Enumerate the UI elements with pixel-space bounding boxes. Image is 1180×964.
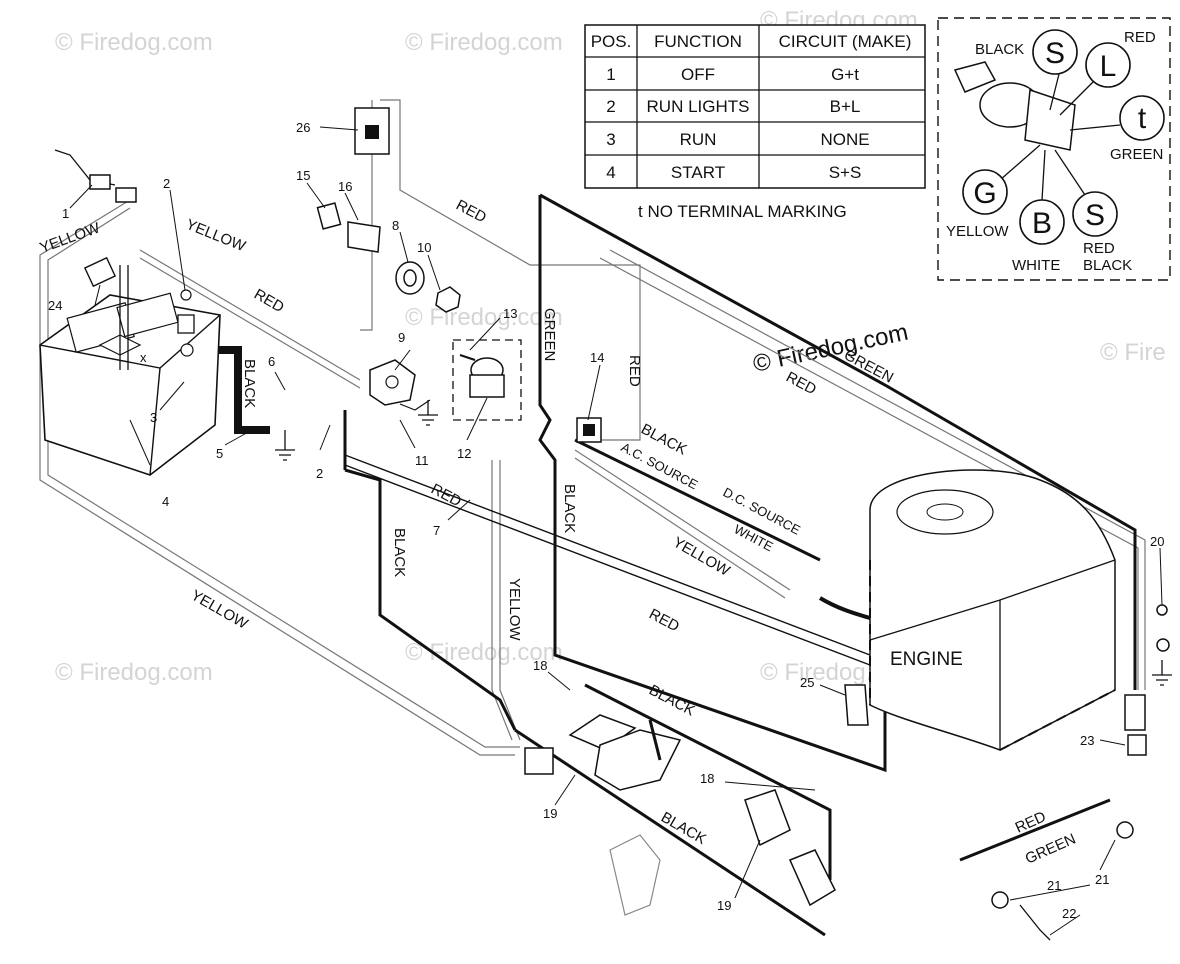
switch-label-white: WHITE bbox=[1012, 257, 1060, 274]
switch-label-yellow: YELLOW bbox=[946, 223, 1009, 240]
part-number: 19 bbox=[543, 806, 557, 821]
part-number: 21 bbox=[1047, 878, 1061, 893]
wire-label-yellow: YELLOW bbox=[184, 216, 249, 255]
terminal-label: S bbox=[1085, 199, 1105, 232]
switch-label-black: BLACK bbox=[975, 41, 1024, 58]
table-header-circuit: CIRCUIT (MAKE) bbox=[779, 32, 912, 51]
wire-label-dc-source: D.C. SOURCE bbox=[721, 484, 804, 537]
part-number: 19 bbox=[717, 898, 731, 913]
part-number: 26 bbox=[296, 120, 310, 135]
terminal-label: L bbox=[1100, 50, 1117, 83]
part-number: 20 bbox=[1150, 534, 1164, 549]
engine-label: ENGINE bbox=[890, 649, 963, 670]
table-cell: RUN LIGHTS bbox=[647, 97, 750, 116]
table-cell: S+S bbox=[829, 163, 862, 182]
table-cell: 1 bbox=[606, 65, 615, 84]
part-number: 22 bbox=[1062, 906, 1076, 921]
table-cell: RUN bbox=[680, 130, 717, 149]
switch-label-red: RED bbox=[1124, 29, 1156, 46]
part-number: 23 bbox=[1080, 733, 1094, 748]
terminal-label: B bbox=[1032, 207, 1052, 240]
wire-label-yellow: YELLOW bbox=[38, 219, 103, 257]
watermark: © Firedog.com bbox=[55, 659, 213, 686]
part-number: 1 bbox=[62, 206, 69, 221]
switch-label-black: BLACK bbox=[1083, 257, 1132, 274]
part-number: 12 bbox=[457, 446, 471, 461]
table-cell: 2 bbox=[606, 97, 615, 116]
switch-label-red: RED bbox=[1083, 240, 1115, 257]
switch-function-table: POS. FUNCTION CIRCUIT (MAKE) 1 OFF G+t 2… bbox=[584, 24, 926, 221]
part-number: 14 bbox=[590, 350, 604, 365]
part-number: 16 bbox=[338, 179, 352, 194]
watermarks: © Firedog.com © Firedog.com © Firedog.co… bbox=[55, 7, 1166, 686]
table-cell: G+t bbox=[831, 65, 859, 84]
part-number: 21 bbox=[1095, 872, 1109, 887]
table-cell: START bbox=[671, 163, 725, 182]
part-number: 24 bbox=[48, 298, 62, 313]
part-number: 2 bbox=[316, 466, 323, 481]
table-cell: OFF bbox=[681, 65, 715, 84]
watermark: © Fire bbox=[1100, 339, 1166, 366]
terminal-l bbox=[1085, 42, 1131, 88]
wire-label-black: BLACK bbox=[561, 484, 578, 533]
terminal-g bbox=[962, 169, 1008, 215]
table-header-function: FUNCTION bbox=[654, 32, 742, 51]
ignition-switch-detail: S L t G B S BLACK RED GREEN YELLOW WHITE… bbox=[937, 17, 1171, 281]
part-number: 8 bbox=[392, 218, 399, 233]
wire-label-green: GREEN bbox=[1023, 830, 1079, 867]
battery: x bbox=[39, 256, 221, 476]
watermark: © Firedog.com bbox=[405, 304, 563, 331]
wire-label-black: BLACK bbox=[241, 359, 258, 408]
part-number: 15 bbox=[296, 168, 310, 183]
wire-label-black: BLACK bbox=[391, 528, 408, 577]
wire-label-green: GREEN bbox=[541, 308, 558, 361]
terminal-s-top bbox=[1032, 29, 1078, 75]
engine: ENGINE bbox=[869, 469, 1116, 751]
battery-terminal-mark: x bbox=[140, 350, 147, 365]
parts bbox=[54, 107, 1172, 941]
leader-lines bbox=[69, 126, 1163, 936]
part-number: 25 bbox=[800, 675, 814, 690]
table-cell: B+L bbox=[830, 97, 861, 116]
switch-label-green: GREEN bbox=[1110, 146, 1163, 163]
table-cell: 4 bbox=[606, 163, 615, 182]
part-number: 5 bbox=[216, 446, 223, 461]
part-number: 9 bbox=[398, 330, 405, 345]
wire-label-red: RED bbox=[251, 286, 287, 317]
black-wires bbox=[210, 193, 1137, 937]
wire-label-red: RED bbox=[428, 481, 464, 511]
table-cell: NONE bbox=[820, 130, 869, 149]
part-number: 3 bbox=[150, 410, 157, 425]
part-numbers: 1 2 2 3 4 5 6 7 8 9 10 11 12 13 14 15 16… bbox=[48, 120, 1164, 921]
part-number: 13 bbox=[503, 306, 517, 321]
table-header-pos: POS. bbox=[591, 32, 632, 51]
wire-label-red: RED bbox=[646, 606, 682, 636]
part-number: 18 bbox=[700, 771, 714, 786]
watermark: © Firedog.com bbox=[405, 29, 563, 56]
part-number: 7 bbox=[433, 523, 440, 538]
table-cell: 3 bbox=[606, 130, 615, 149]
terminal-label: S bbox=[1045, 37, 1065, 70]
part-number: 18 bbox=[533, 658, 547, 673]
part-number: 2 bbox=[163, 176, 170, 191]
part-number: 10 bbox=[417, 240, 431, 255]
terminal-label: G bbox=[973, 177, 996, 210]
watermark: © Firedog.com bbox=[55, 29, 213, 56]
wire-label-yellow: YELLOW bbox=[506, 578, 523, 641]
part-number: 6 bbox=[268, 354, 275, 369]
part-number: 11 bbox=[415, 453, 429, 468]
wire-label-red: RED bbox=[453, 197, 489, 227]
terminal-label: t bbox=[1138, 102, 1147, 135]
terminal-b bbox=[1019, 199, 1065, 245]
wire-label-yellow: YELLOW bbox=[188, 587, 251, 633]
table-footnote: t NO TERMINAL MARKING bbox=[638, 202, 847, 221]
terminal-t bbox=[1119, 95, 1165, 141]
terminal-s-bottom bbox=[1072, 191, 1118, 237]
wire-label-red: RED bbox=[626, 355, 643, 387]
part-number: 4 bbox=[162, 494, 169, 509]
wire-label-black: BLACK bbox=[646, 682, 697, 720]
